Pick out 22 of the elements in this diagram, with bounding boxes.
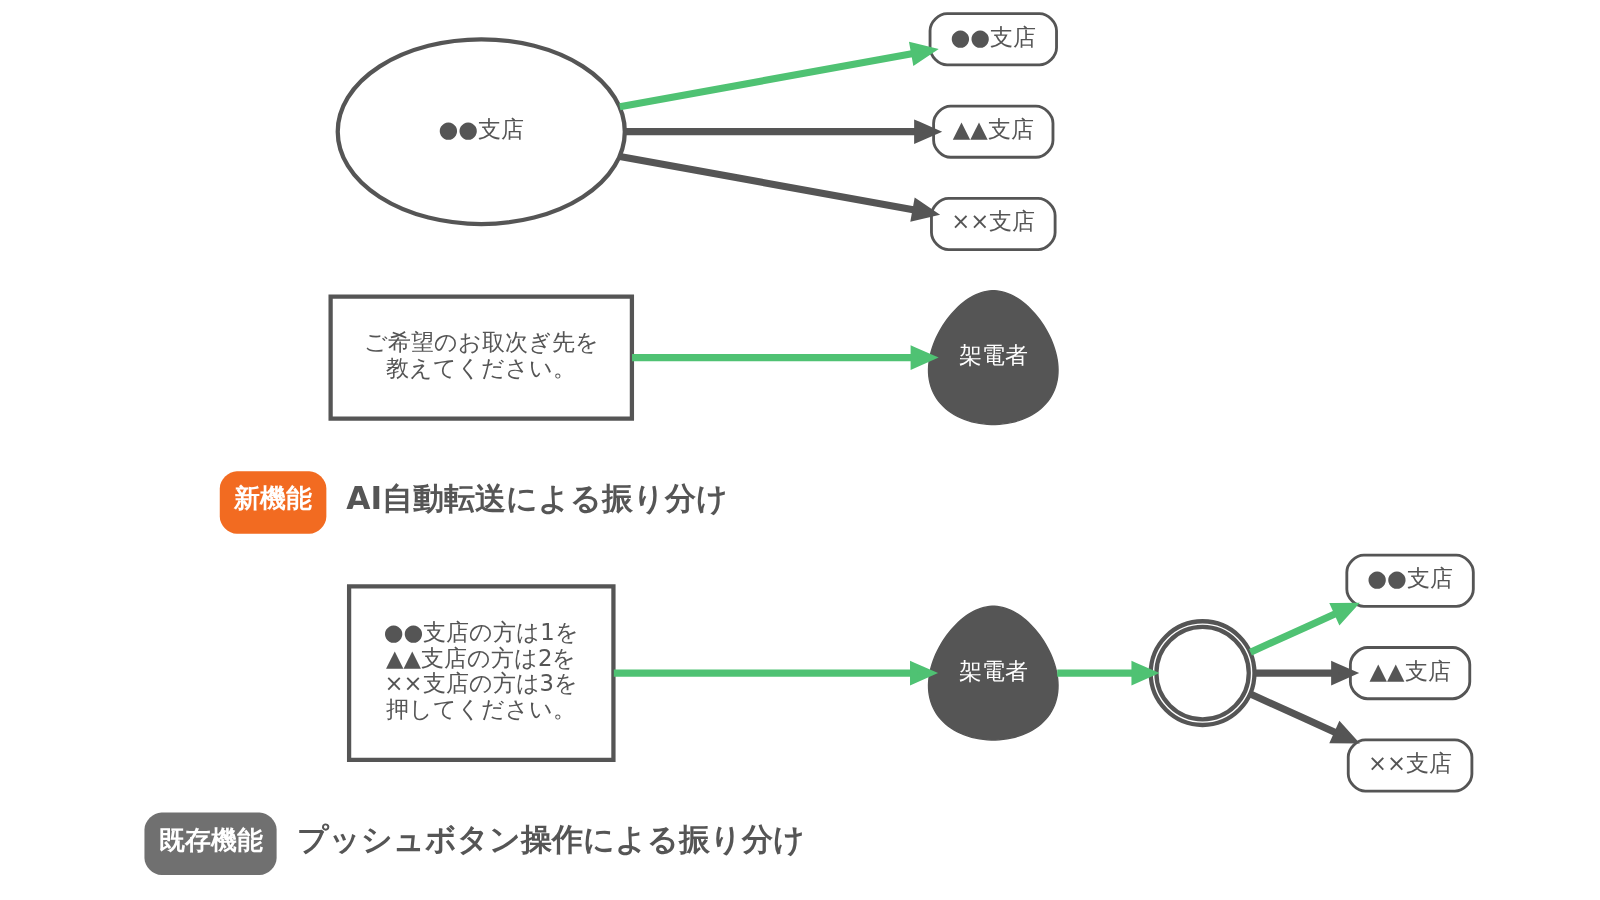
node-label: AI自動転送による振り分け [346, 480, 729, 517]
node-ellipse: ●●支店 [335, 37, 627, 227]
arrow [619, 153, 941, 222]
node-box: ▲▲支店 [1348, 646, 1472, 701]
node-box: ご希望のお取次ぎ先を教えてください。 [328, 294, 635, 421]
arrow [1249, 602, 1360, 656]
node-keypad [1148, 619, 1257, 728]
arrow [1057, 660, 1160, 686]
node-box: ▲▲支店 [932, 104, 1055, 159]
node-box: ××支店 [1346, 738, 1474, 793]
node-box: 新機能 [219, 471, 327, 534]
arrow [1249, 690, 1360, 744]
arrow [1254, 660, 1360, 686]
arrow [613, 660, 939, 686]
node-label: プッシュボタン操作による振り分け [296, 821, 805, 858]
arrow [625, 119, 943, 144]
node-box: ●●支店 [928, 12, 1058, 67]
node-box: ●●支店の方は1を▲▲支店の方は2を××支店の方は3を押してください。 [346, 584, 616, 762]
node-box: ××支店 [930, 197, 1057, 252]
node-box: 既存機能 [144, 812, 277, 875]
node-box: ●●支店 [1345, 553, 1475, 608]
arrow [619, 41, 939, 111]
